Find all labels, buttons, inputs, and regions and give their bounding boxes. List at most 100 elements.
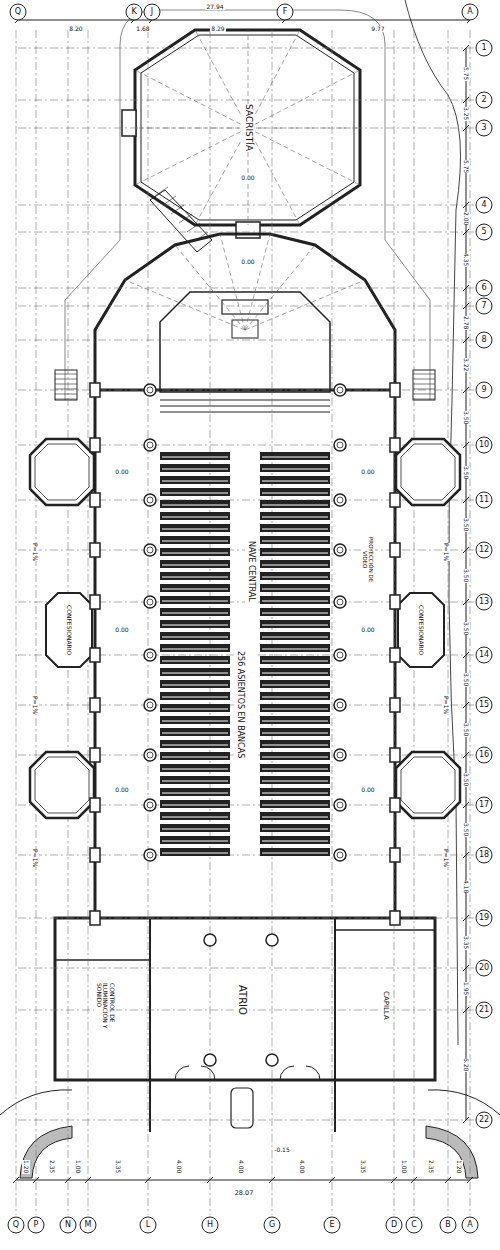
column-core: [337, 802, 343, 808]
wall-pier: [90, 438, 100, 452]
pew-seat: [162, 709, 228, 710]
room-label: CAPILLA: [380, 991, 390, 1020]
dimension-tick: [391, 1177, 397, 1183]
pew-seat: [262, 541, 328, 542]
wall-pier: [390, 543, 400, 557]
pew-seat: [262, 721, 328, 722]
plan-annotation: A: [466, 1221, 473, 1230]
pew: [260, 608, 330, 616]
dimension-text: 1: [480, 44, 487, 53]
side-chapel: [30, 439, 94, 505]
dimension-text: 3.50: [462, 823, 471, 836]
dimension-text: 4.18: [462, 880, 471, 893]
plan-annotation: PROYECCIÓN DE VIDEO: [361, 535, 375, 585]
plan-annotation: 0.00: [240, 175, 255, 182]
pew-seat: [262, 637, 328, 638]
dimension-text: Q: [12, 1221, 20, 1230]
plan-annotation: Q: [14, 8, 22, 17]
pew: [160, 560, 230, 568]
property-line: [405, 0, 461, 1045]
plan-annotation: 1.00: [400, 1160, 409, 1173]
dimension-text: 6.20: [462, 1058, 471, 1071]
plan-annotation: 3.50: [462, 518, 471, 531]
plan-annotation: 3.50: [462, 466, 471, 479]
column: [334, 439, 346, 451]
plan-annotation: 27.94: [205, 4, 224, 11]
dimension-text: 0.00: [240, 175, 255, 182]
dimension-tick: [463, 497, 469, 503]
column: [266, 1054, 278, 1066]
wall-pier: [390, 748, 400, 762]
grid-line: [16, 30, 17, 1215]
wall-pier: [90, 911, 100, 925]
dimension-text: 2: [480, 96, 487, 105]
sacristy-wall: [135, 30, 360, 225]
dimension-text: P=1%: [442, 849, 451, 867]
dimension-text: -0.15: [273, 1147, 291, 1154]
stair-tread: [55, 384, 77, 385]
dimension-line: [466, 48, 467, 1120]
plan-annotation: 3.50: [462, 673, 471, 686]
dimension-tick: [463, 97, 469, 103]
vault-line: [220, 234, 245, 330]
vault-line: [125, 280, 245, 330]
dimension-text: 5.75: [462, 67, 471, 80]
plan-annotation: 0.00: [240, 259, 255, 266]
wall-pier: [90, 383, 100, 397]
pew: [160, 752, 230, 760]
pew: [160, 656, 230, 664]
dimension-text: 1.20: [455, 1160, 464, 1173]
dimension-text: 1.68: [135, 26, 150, 33]
plan-annotation: C: [410, 1221, 418, 1230]
plan-annotation: 3.25: [462, 107, 471, 120]
pew-seat: [162, 685, 228, 686]
stair-tread: [413, 384, 435, 385]
dimension-text: 7: [480, 302, 487, 311]
grid-bubble: [462, 4, 478, 20]
altar-step: [160, 412, 330, 413]
dimension-text: 0.00: [240, 259, 255, 266]
grid-bubble: [462, 1217, 478, 1233]
dimension-text: L: [145, 1221, 151, 1230]
grid-bubble: [10, 4, 26, 20]
grid-line: [18, 390, 476, 391]
pew: [260, 740, 330, 748]
pew: [260, 716, 330, 724]
dimension-line: [18, 20, 470, 21]
atrium-partition: [149, 918, 151, 1080]
stair-tread: [163, 196, 176, 205]
pew: [160, 620, 230, 628]
plan-annotation: 16: [478, 751, 490, 760]
plan-annotation: 4: [480, 201, 487, 210]
plan-annotation: 22: [478, 1116, 490, 1125]
grid-bubble: [440, 1217, 456, 1233]
pew-seat: [262, 577, 328, 578]
pew-seat: [262, 457, 328, 458]
plan-annotation: F: [282, 8, 289, 17]
pew: [260, 824, 330, 832]
pew: [260, 764, 330, 772]
grid-line: [18, 918, 476, 919]
grid-bubble: [476, 1112, 492, 1128]
pew-seat: [162, 625, 228, 626]
plan-annotation: 8.20: [68, 26, 83, 33]
control-room-wall: [55, 959, 150, 961]
pew-seat: [162, 841, 228, 842]
dimension-text: 5: [480, 228, 487, 237]
pew-seat: [162, 541, 228, 542]
pew: [160, 584, 230, 592]
column-core: [147, 387, 153, 393]
plan-annotation: 3.50: [462, 773, 471, 786]
pew: [160, 680, 230, 688]
pew: [260, 548, 330, 556]
pew: [160, 788, 230, 796]
plan-annotation: 9: [480, 386, 487, 395]
plan-annotation: P=1%: [442, 696, 451, 714]
dimension-text: 1.95: [462, 982, 471, 995]
dimension-tick: [463, 652, 469, 658]
pew: [160, 608, 230, 616]
dimension-text: 3.50: [462, 569, 471, 582]
grid-bubble: [476, 382, 492, 398]
plan-annotation: 6.20: [462, 1058, 471, 1071]
wall-pier: [390, 648, 400, 662]
